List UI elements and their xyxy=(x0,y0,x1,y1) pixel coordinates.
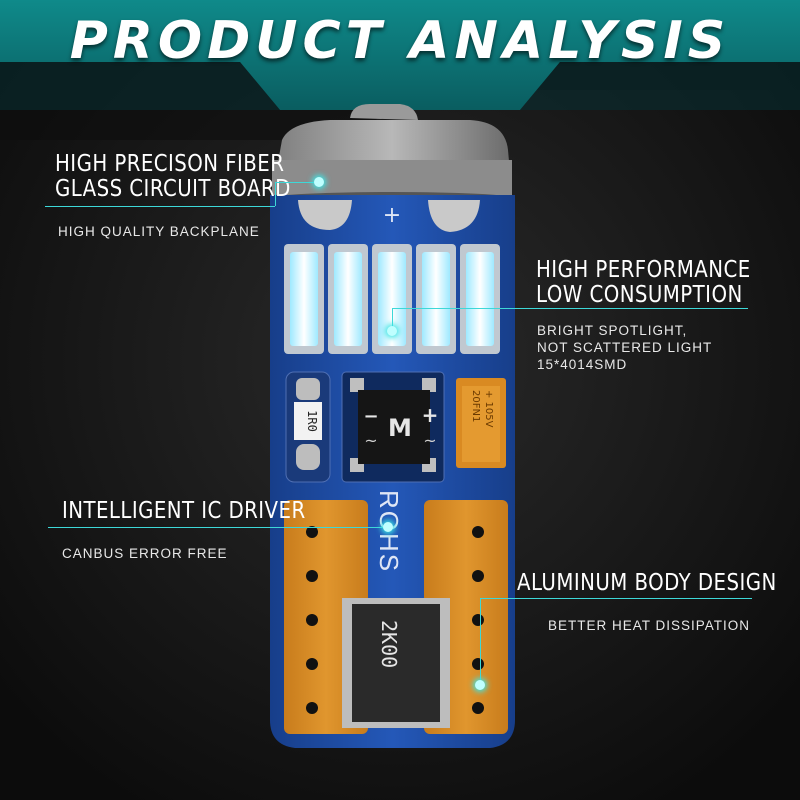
plus-marking: + xyxy=(383,203,401,228)
performance-callout-line xyxy=(392,308,748,309)
ic-minus-marking: − xyxy=(363,406,378,427)
ic-driver-heading: INTELLIGENT IC DRIVER xyxy=(62,498,306,524)
aluminum-callout-dot xyxy=(475,680,485,690)
svg-text:~: ~ xyxy=(423,431,436,450)
ic-driver-chip: − + M ~ ~ xyxy=(341,371,445,483)
aluminum-subtext: BETTER HEAT DISSIPATION xyxy=(548,618,751,633)
circuit-board-callout-dot xyxy=(314,177,324,187)
capacitor-voltage-label: + 105V xyxy=(483,390,494,428)
aluminum-callout-line xyxy=(480,598,752,599)
svg-text:~: ~ xyxy=(364,431,377,450)
ic-chip-label: M xyxy=(388,414,412,442)
resistor-1r0-label: 1R0 xyxy=(305,410,319,432)
page-title: PRODUCT ANALYSIS xyxy=(69,11,731,71)
performance-callout-dot xyxy=(387,326,397,336)
circuit-board-heading: HIGH PRECISON FIBER GLASS CIRCUIT BOARD xyxy=(55,151,291,202)
ic-driver-subtext: CANBUS ERROR FREE xyxy=(62,546,228,561)
ic-driver-callout-dot xyxy=(383,522,393,532)
ic-driver-callout-line xyxy=(48,527,388,528)
large-resistor: 2K00 xyxy=(342,598,450,728)
resistor-2k00-label: 2K00 xyxy=(377,620,401,668)
performance-heading: HIGH PERFORMANCE LOW CONSUMPTION xyxy=(536,257,751,308)
led-chip-row xyxy=(284,244,500,354)
circuit-board-callout-line xyxy=(45,206,275,207)
capacitor: + 105V 20FN1 xyxy=(456,378,506,468)
ic-plus-marking: + xyxy=(422,403,439,427)
capacitor-code-label: 20FN1 xyxy=(470,390,481,422)
bulb-cap xyxy=(272,104,512,204)
circuit-board-subtext: HIGH QUALITY BACKPLANE xyxy=(58,224,260,239)
small-resistor: 1R0 xyxy=(285,371,331,483)
aluminum-heading: ALUMINUM BODY DESIGN xyxy=(517,570,777,596)
performance-subtext: BRIGHT SPOTLIGHT, NOT SCATTERED LIGHT 15… xyxy=(537,323,713,372)
